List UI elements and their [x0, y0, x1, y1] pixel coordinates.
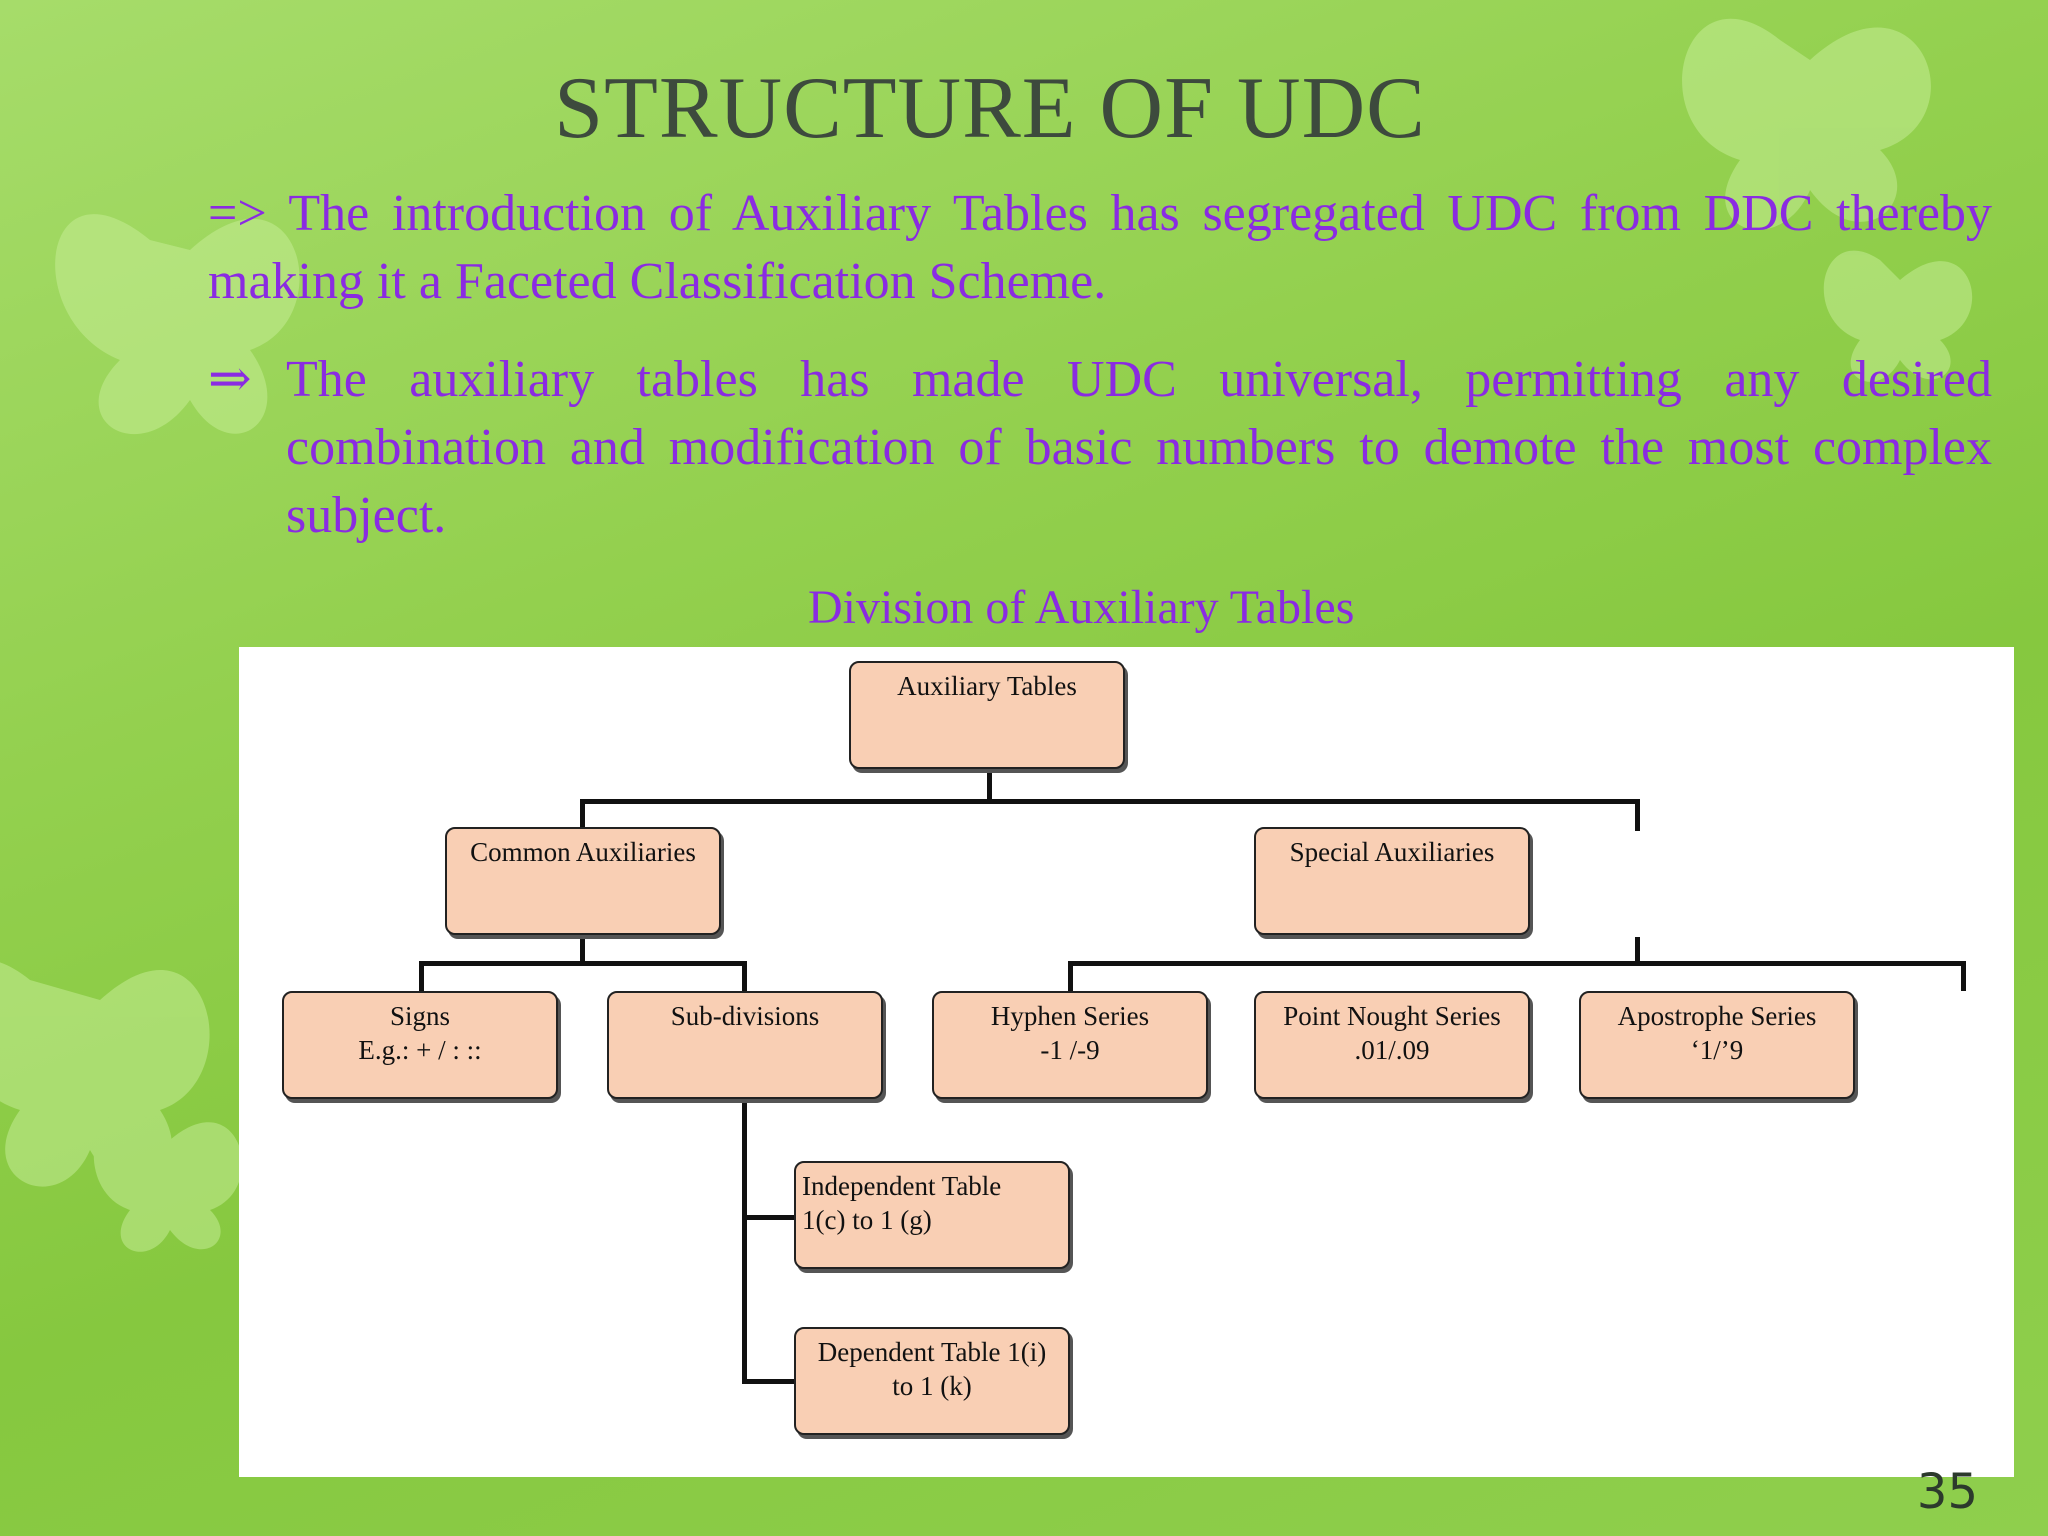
box-example: ‘1/’9: [1690, 1035, 1744, 1065]
connector-line: [580, 799, 585, 831]
box-auxiliary-tables: Auxiliary Tables: [849, 661, 1125, 769]
box-common-auxiliaries: Common Auxiliaries: [445, 827, 721, 935]
box-label: Dependent Table 1(i): [817, 1337, 1047, 1367]
box-label: Common Auxiliaries: [470, 837, 696, 867]
connector-line: [419, 961, 745, 966]
box-example: -1 /-9: [1040, 1035, 1100, 1065]
connector-line: [1068, 961, 1964, 966]
box-sub-divisions: Sub-divisions: [607, 991, 883, 1099]
slide-title: STRUCTURE OF UDC: [554, 60, 1426, 157]
box-dependent-table: Dependent Table 1(i) to 1 (k): [794, 1327, 1070, 1435]
box-apostrophe-series: Apostrophe Series ‘1/’9: [1579, 991, 1855, 1099]
box-label: Point Nought Series: [1283, 1001, 1501, 1031]
connector-line: [1961, 961, 1966, 991]
box-label: Sub-divisions: [670, 1001, 820, 1031]
box-label: Apostrophe Series: [1617, 1001, 1817, 1031]
connector-line: [1068, 961, 1073, 991]
connector-line: [742, 1215, 794, 1220]
box-example: E.g.: + / : ::: [358, 1035, 482, 1065]
box-example: to 1 (k): [892, 1371, 972, 1401]
page-number: 35: [1916, 1464, 1978, 1520]
paragraph-faceted: => The introduction of Auxiliary Tables …: [208, 185, 1992, 310]
connector-line: [1635, 799, 1640, 831]
connector-line: [580, 937, 585, 963]
box-special-auxiliaries: Special Auxiliaries: [1254, 827, 1530, 935]
connector-line: [1635, 937, 1640, 963]
box-independent-table: Independent Table 1(c) to 1 (g): [794, 1161, 1070, 1269]
box-signs: Signs E.g.: + / : ::: [282, 991, 558, 1099]
box-label: Auxiliary Tables: [897, 671, 1077, 701]
implies-arrow-icon: ⇒: [208, 351, 252, 408]
connector-line: [742, 1379, 794, 1384]
connector-line: [419, 961, 424, 991]
connector-line: [742, 1097, 747, 1383]
box-label: Hyphen Series: [990, 1001, 1150, 1031]
box-hyphen-series: Hyphen Series -1 /-9: [932, 991, 1208, 1099]
connector-line: [742, 961, 747, 991]
connector-line: [987, 771, 992, 803]
paragraph-universal: The auxiliary tables has made UDC univer…: [286, 351, 1992, 544]
box-label: Independent Table: [802, 1171, 1002, 1201]
box-example: 1(c) to 1 (g): [802, 1205, 932, 1235]
box-point-nought-series: Point Nought Series .01/.09: [1254, 991, 1530, 1099]
box-label: Signs: [389, 1001, 451, 1031]
box-example: .01/.09: [1354, 1035, 1430, 1065]
box-label: Special Auxiliaries: [1289, 837, 1495, 867]
connector-line: [580, 799, 1640, 804]
auxiliary-tables-diagram: Auxiliary Tables Common Auxiliaries Spec…: [239, 647, 2014, 1477]
diagram-caption: Division of Auxiliary Tables: [808, 581, 1355, 634]
